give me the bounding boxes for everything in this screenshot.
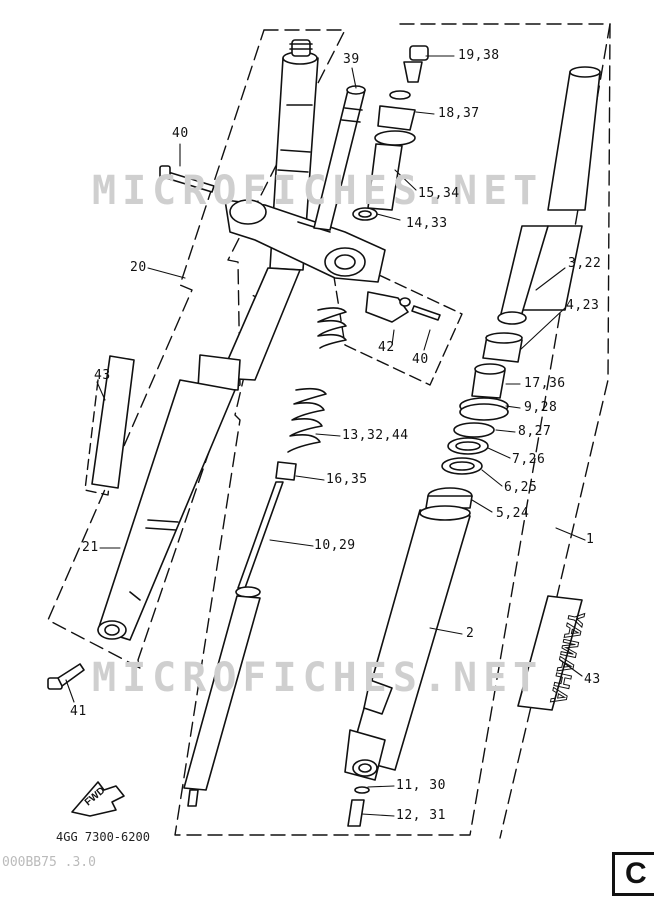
- emblem-43-right: [517, 595, 583, 711]
- diagram-code: 4GG 7300-6200: [56, 830, 150, 844]
- nut-16: [275, 461, 297, 481]
- outer-tube-2: [344, 505, 471, 781]
- callout-20: 20: [130, 260, 147, 275]
- sleeve-15: [367, 143, 403, 211]
- damper-rod-10: [183, 481, 284, 807]
- pinch-bolt-41: [47, 663, 85, 690]
- callout-12-31: 12, 31: [396, 808, 446, 823]
- film-code: 000BB75 .3.0: [2, 855, 96, 870]
- callout-19-38: 19,38: [458, 48, 500, 63]
- fwd-arrow-icon: [71, 781, 125, 817]
- seal-9: [459, 397, 509, 421]
- callout-40-top: 40: [172, 126, 189, 141]
- callout-8-27: 8,27: [518, 424, 552, 439]
- callout-10-29: 10,29: [314, 538, 356, 553]
- callout-43-right: 43: [584, 672, 601, 687]
- callout-17-36: 17,36: [524, 376, 566, 391]
- callout-18-37: 18,37: [438, 106, 480, 121]
- callout-5-24: 5,24: [496, 506, 530, 521]
- callout-11-30: 11, 30: [396, 778, 446, 793]
- center-tube-39: [313, 85, 366, 231]
- lower-bracket-42: [365, 291, 441, 323]
- callout-13-32-44: 13,32,44: [342, 428, 409, 443]
- callout-42: 42: [378, 340, 395, 355]
- callout-3-22: 3,22: [568, 256, 602, 271]
- callout-39: 39: [343, 52, 360, 67]
- callout-14-33: 14,33: [406, 216, 448, 231]
- callout-6-25: 6,25: [504, 480, 538, 495]
- watermark-top: MICROFICHES.NET: [92, 168, 544, 214]
- callout-1: 1: [586, 532, 595, 547]
- leader-lines: [65, 55, 586, 817]
- callout-9-28: 9,28: [524, 400, 558, 415]
- spring-13: [287, 307, 347, 453]
- washer-11: [354, 786, 370, 794]
- seal-6: [441, 457, 483, 475]
- callout-21: 21: [82, 540, 99, 555]
- washer-7: [447, 437, 489, 455]
- callout-15-34: 15,34: [418, 186, 460, 201]
- emblem-43-left: [91, 355, 135, 489]
- clip-8: [453, 422, 495, 438]
- callout-41: 41: [70, 704, 87, 719]
- callout-4-23: 4,23: [566, 298, 600, 313]
- cap-bolt-19: [403, 45, 429, 83]
- drain-bolt-12: [347, 799, 365, 827]
- seal-18: [374, 90, 416, 146]
- bushing-17: [471, 363, 506, 399]
- inner-tube-right: [497, 66, 601, 325]
- callout-2: 2: [466, 626, 475, 641]
- bushing-4: [482, 332, 523, 363]
- callout-40-bracket: 40: [412, 352, 429, 367]
- bushing-5: [425, 487, 473, 509]
- callout-7-26: 7,26: [512, 452, 546, 467]
- callout-16-35: 16,35: [326, 472, 368, 487]
- upper-triple-clamp: [224, 199, 386, 283]
- clamp-bolt-40: [159, 165, 215, 193]
- watermark-bottom: MICROFICHES.NET: [92, 655, 544, 701]
- callout-43-left: 43: [94, 368, 111, 383]
- lower-fork-tube: [97, 267, 301, 641]
- page-letter-box: C: [612, 852, 654, 896]
